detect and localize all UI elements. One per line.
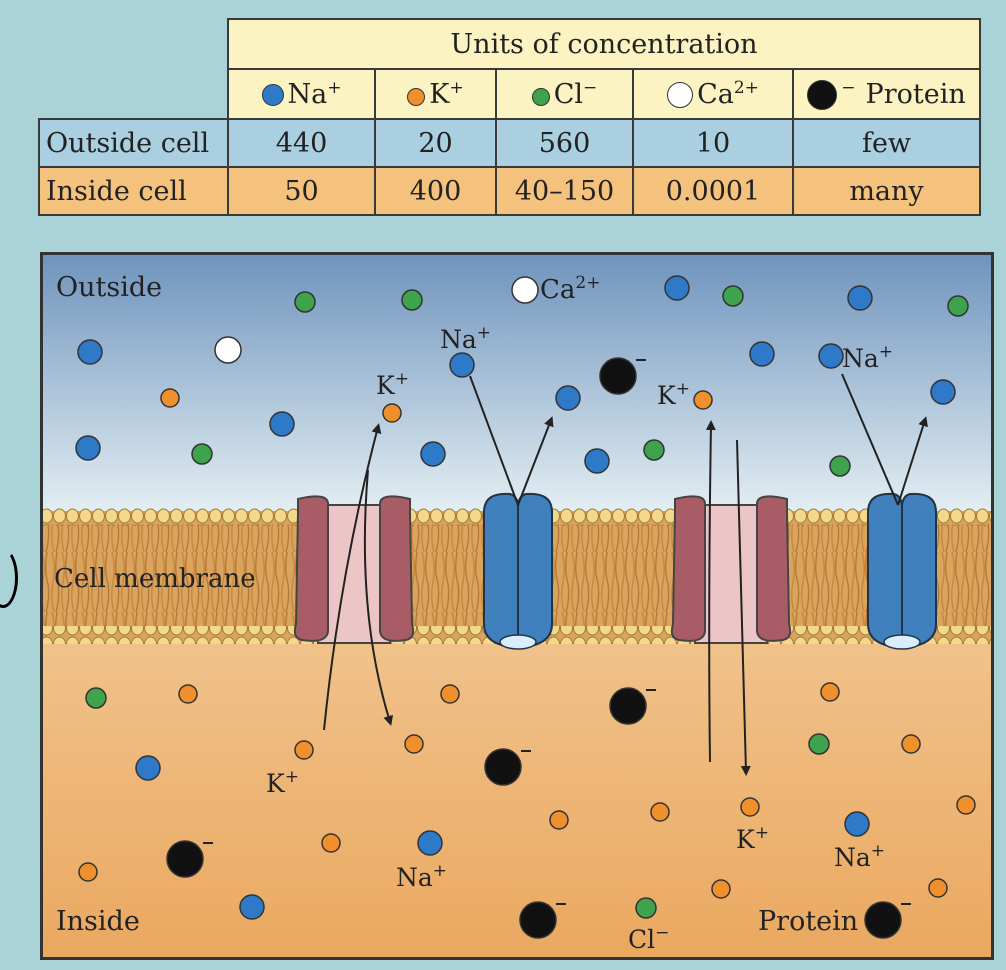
k-ion <box>820 682 840 702</box>
na-ion <box>847 285 873 311</box>
protein-molecule <box>519 901 557 939</box>
na-ion <box>930 379 956 405</box>
cell-outside-na: 440 <box>227 118 376 168</box>
na-ion <box>749 341 775 367</box>
cl-ion <box>635 897 657 919</box>
na-ion <box>75 435 101 461</box>
na-ion <box>77 339 103 365</box>
na-ion <box>420 441 446 467</box>
cell-inside-protein: many <box>792 166 981 216</box>
k-ion <box>956 795 976 815</box>
cell-outside-cl: 560 <box>495 118 634 168</box>
membrane-label: Cell membrane <box>54 564 256 594</box>
col-header-k: K+ <box>374 68 497 120</box>
cl-ion <box>85 687 107 709</box>
protein-molecule <box>609 687 647 725</box>
protein-molecule <box>599 357 637 395</box>
protein-icon <box>807 80 838 110</box>
k-ion <box>549 810 569 830</box>
na-ion <box>555 385 581 411</box>
cl-ion <box>722 285 744 307</box>
protein-label-bottom: Protein <box>758 906 858 937</box>
k-ion <box>178 684 198 704</box>
k-ion-icon <box>407 88 426 106</box>
k-label-bottom-left: K+ <box>266 767 299 798</box>
ca-label-top: Ca2+ <box>540 273 600 305</box>
cell-inside-ca: 0.0001 <box>632 166 794 216</box>
na-ion <box>135 755 161 781</box>
na-channel-right <box>867 492 937 650</box>
col-header-ca: Ca2+ <box>632 68 794 120</box>
protein-molecule <box>864 901 902 939</box>
k-ion <box>650 802 670 822</box>
k-ion <box>404 734 424 754</box>
na-label-bottom-right: Na+ <box>834 841 885 872</box>
cell-inside-na: 50 <box>227 166 376 216</box>
na-ion <box>818 343 844 369</box>
k-label-top-right: K+ <box>657 379 690 410</box>
ion-flow-arrows <box>323 373 928 776</box>
cell-outside-k: 20 <box>374 118 497 168</box>
cl-label-bottom: Cl− <box>628 923 669 954</box>
cl-ion <box>191 443 213 465</box>
protein-molecule <box>166 840 204 878</box>
k-ion <box>382 403 402 423</box>
na-ion <box>417 830 443 856</box>
k-label-top-left: K+ <box>376 369 409 400</box>
k-ion <box>440 684 460 704</box>
k-channel-left <box>293 495 415 644</box>
outside-label: Outside <box>56 272 162 303</box>
ca-ion <box>511 276 539 304</box>
cell-membrane-diagram: Outside Inside Cell membrane Ca2+ Na+ K+… <box>40 252 994 960</box>
na-label-top-right: Na+ <box>842 342 893 373</box>
na-label-bottom-left: Na+ <box>396 861 447 892</box>
cl-ion <box>643 439 665 461</box>
row-label-inside: Inside cell <box>38 166 229 216</box>
na-label-top-left: Na+ <box>440 323 491 354</box>
col-header-na: Na+ <box>227 68 376 120</box>
na-ion <box>269 411 295 437</box>
ca-ion-icon <box>667 82 694 108</box>
k-ion <box>78 862 98 882</box>
ion-particles <box>75 275 976 939</box>
na-ion <box>239 894 265 920</box>
k-ion <box>693 390 713 410</box>
na-ion <box>844 811 870 837</box>
k-ion <box>160 388 180 408</box>
k-ion <box>711 879 731 899</box>
cl-ion <box>829 455 851 477</box>
k-ion <box>928 878 948 898</box>
k-ion <box>740 797 760 817</box>
cl-ion <box>808 733 830 755</box>
k-channel-right <box>670 495 792 644</box>
cell-inside-cl: 40–150 <box>495 166 634 216</box>
ca-ion <box>214 336 242 364</box>
col-header-protein: −Protein <box>792 68 981 120</box>
cl-ion <box>947 295 969 317</box>
na-ion <box>664 275 690 301</box>
na-ion <box>584 448 610 474</box>
cl-ion-icon <box>531 88 550 106</box>
cell-inside-k: 400 <box>374 166 497 216</box>
cl-ion <box>294 291 316 313</box>
cell-outside-ca: 10 <box>632 118 794 168</box>
col-header-cl: Cl− <box>495 68 634 120</box>
inside-label: Inside <box>56 906 140 937</box>
cl-ion <box>401 289 423 311</box>
protein-molecule <box>484 748 522 786</box>
table-corner <box>39 19 228 69</box>
na-channel-left <box>483 492 553 650</box>
k-ion <box>321 833 341 853</box>
table-title: Units of concentration <box>227 18 981 70</box>
na-ion <box>449 352 475 378</box>
k-label-bottom-right: K+ <box>736 823 769 854</box>
cell-outside-protein: few <box>792 118 981 168</box>
na-ion-icon <box>261 84 284 106</box>
k-ion <box>294 740 314 760</box>
page-edge-bracket <box>0 548 18 608</box>
k-ion <box>901 734 921 754</box>
concentration-table: Units of concentration Na+ K+ Cl− Ca2+ −… <box>38 18 981 216</box>
row-label-outside: Outside cell <box>38 118 229 168</box>
